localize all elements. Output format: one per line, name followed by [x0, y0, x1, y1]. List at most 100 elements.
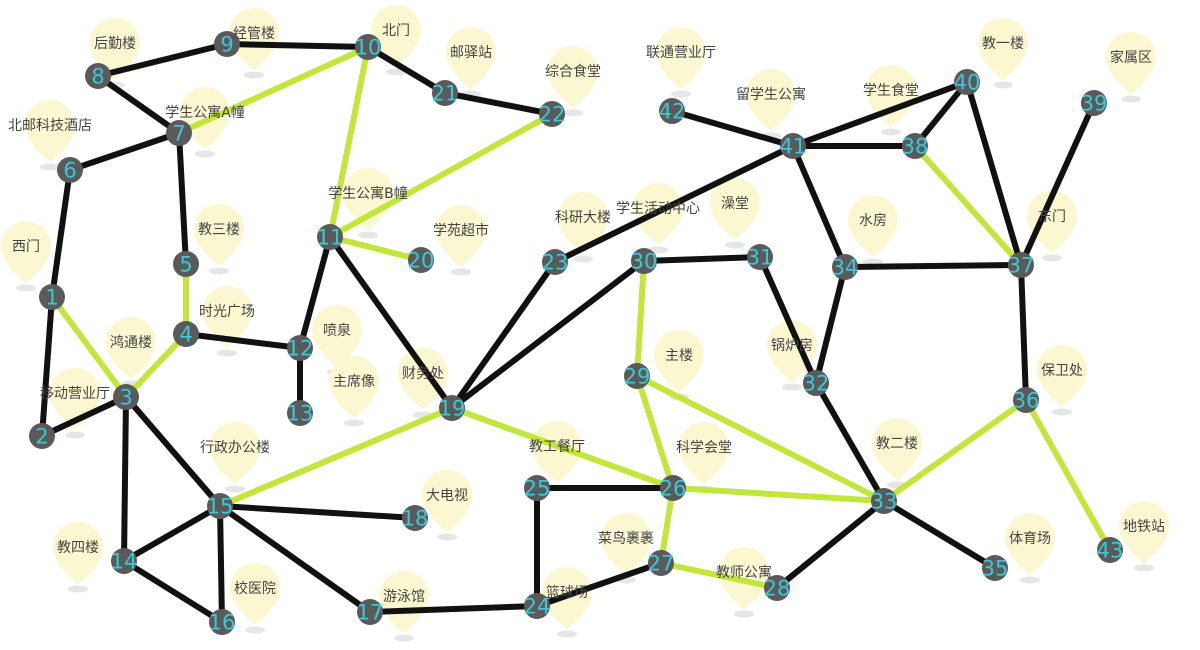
route-node-circle[interactable] [1013, 387, 1039, 413]
route-node-circle[interactable] [113, 384, 139, 410]
place-pin[interactable] [379, 571, 429, 633]
route-node-22[interactable]: 22 [539, 101, 566, 127]
route-node-25[interactable]: 25 [524, 475, 551, 501]
route-node-circle[interactable] [660, 475, 686, 501]
route-node-circle[interactable] [1097, 537, 1123, 563]
place-pin[interactable] [1106, 32, 1156, 94]
route-node-33[interactable]: 33 [871, 488, 898, 514]
place-pin[interactable] [343, 168, 393, 230]
route-node-circle[interactable] [659, 98, 685, 124]
place-pin[interactable] [25, 100, 75, 162]
place-pin[interactable] [398, 348, 448, 410]
route-node-circle[interactable] [166, 120, 192, 146]
route-node-circle[interactable] [1008, 252, 1034, 278]
route-node-42[interactable]: 42 [659, 98, 686, 124]
place-pin[interactable] [230, 563, 280, 625]
route-node-8[interactable]: 8 [85, 63, 111, 89]
route-node-31[interactable]: 31 [747, 244, 774, 270]
route-node-21[interactable]: 21 [432, 80, 459, 106]
route-node-circle[interactable] [214, 31, 240, 57]
route-node-10[interactable]: 10 [355, 34, 382, 60]
route-node-circle[interactable] [780, 133, 806, 159]
place-pin[interactable] [446, 27, 496, 89]
route-node-32[interactable]: 32 [803, 370, 830, 396]
place-pin[interactable] [656, 27, 706, 89]
route-node-circle[interactable] [209, 609, 235, 635]
route-node-23[interactable]: 23 [542, 249, 569, 275]
route-node-28[interactable]: 28 [764, 575, 791, 601]
route-node-circle[interactable] [173, 251, 199, 277]
route-node-7[interactable]: 7 [166, 120, 192, 146]
route-node-17[interactable]: 17 [357, 599, 384, 625]
route-node-38[interactable]: 38 [902, 133, 929, 159]
route-node-circle[interactable] [85, 63, 111, 89]
route-node-14[interactable]: 14 [111, 548, 138, 574]
route-node-circle[interactable] [524, 593, 550, 619]
route-node-circle[interactable] [355, 34, 381, 60]
route-node-circle[interactable] [408, 247, 434, 273]
route-node-37[interactable]: 37 [1008, 252, 1035, 278]
place-pin[interactable] [848, 195, 898, 257]
route-node-circle[interactable] [954, 69, 980, 95]
route-node-circle[interactable] [39, 284, 65, 310]
route-node-11[interactable]: 11 [317, 224, 344, 250]
place-pin[interactable] [1037, 345, 1087, 407]
route-node-35[interactable]: 35 [982, 555, 1009, 581]
place-pin[interactable] [194, 204, 244, 266]
route-node-20[interactable]: 20 [408, 247, 435, 273]
route-node-19[interactable]: 19 [439, 395, 466, 421]
place-pin[interactable] [679, 422, 729, 484]
route-node-circle[interactable] [832, 254, 858, 280]
route-node-circle[interactable] [29, 423, 55, 449]
place-pin[interactable] [872, 418, 922, 480]
route-node-circle[interactable] [287, 400, 313, 426]
route-node-circle[interactable] [648, 550, 674, 576]
route-node-circle[interactable] [624, 363, 650, 389]
route-node-2[interactable]: 2 [29, 423, 55, 449]
route-node-circle[interactable] [357, 599, 383, 625]
route-node-circle[interactable] [764, 575, 790, 601]
place-pin[interactable] [710, 178, 760, 240]
place-pin[interactable] [210, 422, 260, 484]
route-node-circle[interactable] [402, 505, 428, 531]
route-node-39[interactable]: 39 [1081, 90, 1108, 116]
place-pin[interactable] [654, 330, 704, 392]
route-node-circle[interactable] [1081, 90, 1107, 116]
route-node-24[interactable]: 24 [524, 593, 551, 619]
place-pin[interactable] [202, 286, 252, 348]
route-node-circle[interactable] [524, 475, 550, 501]
place-pin[interactable] [1119, 501, 1169, 563]
route-node-41[interactable]: 41 [780, 133, 807, 159]
place-pin[interactable] [532, 421, 582, 483]
place-pin[interactable] [53, 522, 103, 584]
place-pin[interactable] [229, 8, 279, 70]
place-pin[interactable] [329, 356, 379, 418]
route-node-circle[interactable] [902, 133, 928, 159]
route-node-circle[interactable] [57, 157, 83, 183]
route-node-circle[interactable] [432, 80, 458, 106]
route-node-3[interactable]: 3 [113, 384, 139, 410]
route-node-circle[interactable] [207, 493, 233, 519]
route-node-6[interactable]: 6 [57, 157, 83, 183]
place-pin[interactable] [435, 204, 487, 267]
route-node-circle[interactable] [542, 249, 568, 275]
route-node-12[interactable]: 12 [287, 335, 314, 361]
route-node-5[interactable]: 5 [173, 251, 199, 277]
route-node-30[interactable]: 30 [631, 248, 658, 274]
place-pin[interactable] [106, 317, 156, 379]
route-node-4[interactable]: 4 [173, 321, 199, 347]
route-node-40[interactable]: 40 [954, 69, 981, 95]
route-node-29[interactable]: 29 [624, 363, 651, 389]
route-node-circle[interactable] [982, 555, 1008, 581]
place-pin[interactable] [548, 46, 598, 108]
place-pin[interactable] [312, 305, 362, 367]
route-node-circle[interactable] [747, 244, 773, 270]
place-pin[interactable] [371, 5, 421, 67]
place-pin[interactable] [767, 320, 817, 382]
route-node-circle[interactable] [631, 248, 657, 274]
route-node-circle[interactable] [539, 101, 565, 127]
place-pin[interactable] [978, 18, 1028, 80]
route-node-13[interactable]: 13 [287, 400, 314, 426]
route-node-26[interactable]: 26 [660, 475, 687, 501]
route-node-16[interactable]: 16 [209, 609, 236, 635]
